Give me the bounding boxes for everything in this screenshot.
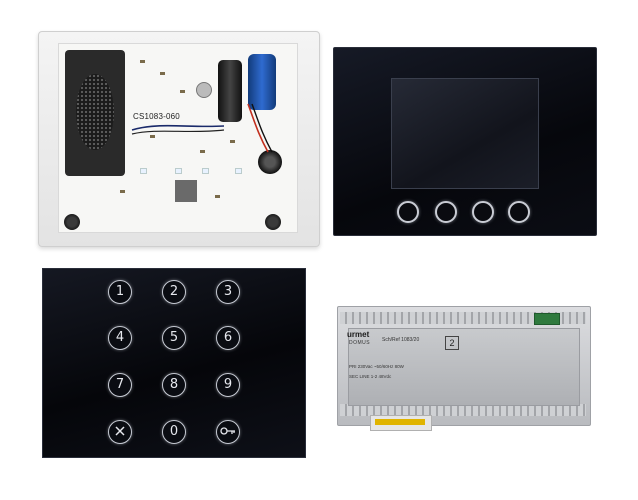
spec-line-1: PRI 230Vac ~50/60Hz 80W bbox=[349, 364, 404, 369]
terminal-block bbox=[534, 313, 560, 325]
smd-component bbox=[150, 135, 155, 138]
wire bbox=[131, 124, 225, 135]
monitor-screen bbox=[391, 78, 539, 189]
key-3[interactable]: 3 bbox=[216, 280, 240, 304]
smd-component bbox=[180, 90, 185, 93]
monitor-button[interactable] bbox=[472, 201, 494, 223]
trimmer bbox=[196, 82, 212, 98]
key-7[interactable]: 7 bbox=[108, 373, 132, 397]
monitor-button[interactable] bbox=[435, 201, 457, 223]
smd-component bbox=[215, 195, 220, 198]
key-2[interactable]: 2 bbox=[162, 280, 186, 304]
monitor-button[interactable] bbox=[508, 201, 530, 223]
key-8[interactable]: 8 bbox=[162, 373, 186, 397]
led bbox=[202, 168, 209, 174]
key-9[interactable]: 9 bbox=[216, 373, 240, 397]
key-4[interactable]: 4 bbox=[108, 326, 132, 350]
smd-component bbox=[140, 60, 145, 63]
key-6[interactable]: 6 bbox=[216, 326, 240, 350]
led bbox=[175, 168, 182, 174]
smd-component bbox=[120, 190, 125, 193]
key-icon bbox=[220, 427, 235, 435]
smd-component bbox=[160, 72, 165, 75]
smd-component bbox=[230, 140, 235, 143]
led bbox=[235, 168, 242, 174]
power-supply-vents-bottom bbox=[340, 404, 586, 416]
capacitor-black bbox=[218, 60, 242, 122]
brand-logo: urmet bbox=[347, 330, 370, 339]
class-badge: 2 bbox=[445, 336, 459, 350]
key-0[interactable]: 0 bbox=[162, 420, 186, 444]
monitor-button[interactable] bbox=[397, 201, 419, 223]
led bbox=[140, 168, 147, 174]
capacitor-blue bbox=[248, 54, 276, 110]
warning-stripe bbox=[375, 419, 425, 425]
speaker-grille bbox=[76, 74, 114, 150]
key-1[interactable]: 1 bbox=[108, 280, 132, 304]
power-supply-vents-top bbox=[340, 312, 586, 324]
screw-icon bbox=[265, 214, 281, 230]
key-5[interactable]: 5 bbox=[162, 326, 186, 350]
model-text: Sch/Ref 1083/20 bbox=[382, 337, 420, 343]
pcb-label: CS1083-060 bbox=[133, 112, 180, 121]
ic-chip bbox=[175, 180, 197, 202]
spec-line-2: SEC LINE 1-2 48Vdc bbox=[349, 374, 392, 379]
screw-icon bbox=[64, 214, 80, 230]
wire bbox=[247, 103, 273, 153]
brand-sub: DOMUS bbox=[349, 340, 371, 346]
power-supply-front bbox=[348, 328, 580, 406]
key-enter[interactable] bbox=[216, 420, 240, 444]
microphone bbox=[258, 150, 282, 174]
smd-component bbox=[200, 150, 205, 153]
key-cancel[interactable] bbox=[108, 420, 132, 444]
cross-icon bbox=[115, 426, 125, 436]
